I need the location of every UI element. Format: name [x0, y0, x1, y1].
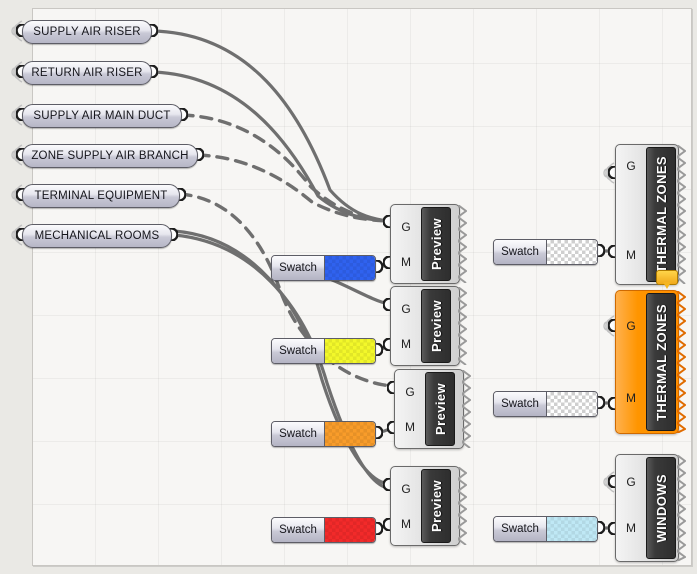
component-preview-4[interactable]: G M Preview: [390, 466, 467, 546]
component-preview-3[interactable]: G M Preview: [394, 369, 471, 449]
canvas-grid: [33, 9, 691, 565]
canvas-viewport[interactable]: [32, 8, 692, 566]
input-label-m: M: [626, 391, 636, 405]
component-thermal-zones-2[interactable]: G M THERMAL ZONES: [615, 290, 686, 434]
param-label: SUPPLY AIR MAIN DUCT: [33, 110, 171, 122]
param-node-terminal-equipment[interactable]: TERMINAL EQUIPMENT: [22, 184, 180, 208]
cluster-zigzag-icon: [677, 291, 686, 433]
input-label-g: G: [401, 481, 411, 496]
component-inputs: G M: [391, 205, 421, 283]
swatch-label: Swatch: [494, 240, 547, 264]
swatch-color-preview[interactable]: [325, 422, 375, 446]
swatch-color-preview[interactable]: [325, 518, 375, 542]
component-inputs: G M: [391, 287, 421, 365]
input-label-m: M: [626, 521, 636, 535]
input-label-g: G: [626, 319, 636, 333]
swatch-color-preview[interactable]: [547, 517, 597, 541]
input-label-g: G: [405, 384, 415, 399]
swatch-label: Swatch: [272, 518, 325, 542]
swatch-label: Swatch: [272, 339, 325, 363]
swatch-label: Swatch: [494, 392, 547, 416]
component-title-bar[interactable]: THERMAL ZONES: [646, 293, 676, 431]
swatch-color-preview[interactable]: [325, 339, 375, 363]
component-title-bar[interactable]: Preview: [425, 372, 455, 446]
swatch-node-transparent-2[interactable]: Swatch: [493, 391, 598, 417]
param-node-zone-supply-air-branch[interactable]: ZONE SUPPLY AIR BRANCH: [22, 144, 198, 168]
component-title: Preview: [428, 480, 444, 532]
component-title: THERMAL ZONES: [653, 156, 669, 273]
cluster-zigzag-icon: [462, 370, 471, 448]
input-label-m: M: [401, 254, 411, 269]
component-inputs: G M: [395, 370, 425, 448]
swatch-node-lightblue[interactable]: Swatch: [493, 516, 598, 542]
swatch-label: Swatch: [272, 422, 325, 446]
component-inputs: G M: [616, 291, 646, 433]
swatch-node-blue[interactable]: Swatch: [271, 255, 376, 281]
component-windows[interactable]: G M WINDOWS: [615, 454, 686, 562]
param-label: ZONE SUPPLY AIR BRANCH: [31, 150, 189, 162]
component-inputs: G M: [616, 145, 646, 284]
component-preview-1[interactable]: G M Preview: [390, 204, 467, 284]
cluster-zigzag-icon: [458, 205, 467, 283]
swatch-node-yellow[interactable]: Swatch: [271, 338, 376, 364]
input-label-m: M: [401, 336, 411, 351]
param-label: MECHANICAL ROOMS: [34, 230, 160, 242]
component-title: THERMAL ZONES: [653, 303, 669, 421]
input-label-g: G: [401, 219, 411, 234]
cluster-zigzag-icon: [458, 467, 467, 545]
component-preview-2[interactable]: G M Preview: [390, 286, 467, 366]
input-label-g: G: [626, 475, 636, 489]
swatch-color-preview[interactable]: [325, 256, 375, 280]
param-node-supply-air-main-duct[interactable]: SUPPLY AIR MAIN DUCT: [22, 104, 182, 128]
component-title-bar[interactable]: WINDOWS: [646, 457, 676, 559]
component-title-bar[interactable]: THERMAL ZONES: [646, 147, 676, 282]
component-title-bar[interactable]: Preview: [421, 207, 451, 281]
cluster-zigzag-icon: [677, 455, 686, 561]
param-label: RETURN AIR RISER: [31, 67, 143, 79]
component-title: Preview: [428, 218, 444, 270]
component-title-bar[interactable]: Preview: [421, 469, 451, 543]
input-label-m: M: [401, 516, 411, 531]
swatch-label: Swatch: [494, 517, 547, 541]
swatch-color-preview[interactable]: [547, 240, 597, 264]
component-title-bar[interactable]: Preview: [421, 289, 451, 363]
warning-balloon-icon[interactable]: [656, 270, 678, 289]
component-thermal-zones-1[interactable]: G M THERMAL ZONES: [615, 144, 686, 289]
param-node-return-air-riser[interactable]: RETURN AIR RISER: [22, 61, 152, 85]
input-label-m: M: [405, 419, 415, 434]
cluster-zigzag-icon: [458, 287, 467, 365]
swatch-node-transparent-1[interactable]: Swatch: [493, 239, 598, 265]
component-title: WINDOWS: [653, 473, 669, 543]
param-label: TERMINAL EQUIPMENT: [34, 190, 168, 202]
swatch-node-orange[interactable]: Swatch: [271, 421, 376, 447]
component-inputs: G M: [391, 467, 421, 545]
swatch-label: Swatch: [272, 256, 325, 280]
cluster-zigzag-icon: [677, 145, 686, 284]
param-node-supply-air-riser[interactable]: SUPPLY AIR RISER: [22, 20, 152, 44]
component-title: Preview: [428, 300, 444, 352]
component-inputs: G M: [616, 455, 646, 561]
input-label-g: G: [626, 159, 636, 173]
param-label: SUPPLY AIR RISER: [33, 26, 141, 38]
component-title: Preview: [432, 383, 448, 435]
swatch-node-red[interactable]: Swatch: [271, 517, 376, 543]
param-node-mechanical-rooms[interactable]: MECHANICAL ROOMS: [22, 224, 172, 248]
input-label-m: M: [626, 248, 636, 262]
input-label-g: G: [401, 301, 411, 316]
swatch-color-preview[interactable]: [547, 392, 597, 416]
